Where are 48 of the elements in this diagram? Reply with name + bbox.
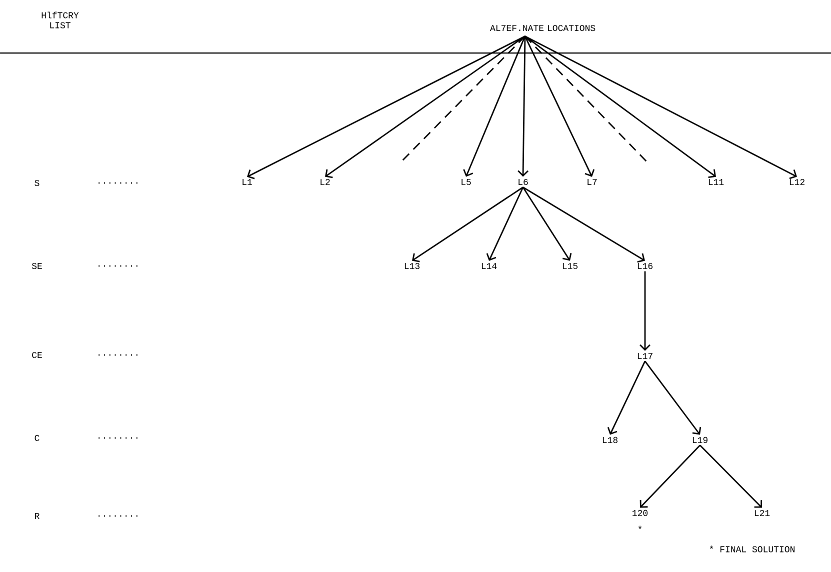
row-label: R bbox=[35, 513, 40, 519]
location-label: L12 bbox=[790, 178, 804, 185]
location-label: L13 bbox=[404, 262, 420, 270]
location-label: L2 bbox=[320, 178, 330, 185]
location-label: 120 bbox=[632, 510, 648, 516]
location-label: L6 bbox=[518, 178, 528, 186]
location-label: L5 bbox=[462, 179, 471, 185]
arrow bbox=[518, 36, 529, 177]
arrow bbox=[247, 36, 526, 180]
location-label: L19 bbox=[692, 436, 708, 444]
arrow bbox=[524, 36, 716, 178]
arrow bbox=[640, 444, 700, 508]
arrow bbox=[325, 36, 526, 178]
arrow bbox=[524, 36, 797, 180]
dot-leader: ........ bbox=[98, 437, 138, 439]
arrow bbox=[522, 186, 645, 263]
arrow bbox=[486, 186, 524, 261]
arrow bbox=[522, 186, 572, 261]
location-label: L16 bbox=[638, 262, 653, 270]
dot-leader: ........ bbox=[98, 354, 138, 356]
dashed-line bbox=[524, 36, 648, 164]
dot-leader: ........ bbox=[98, 182, 138, 184]
column-heading: HlfTCRY LIST bbox=[42, 12, 79, 28]
solution-marker: * bbox=[638, 526, 642, 529]
arrow bbox=[700, 444, 762, 508]
arrow bbox=[463, 36, 526, 177]
location-label: L7 bbox=[588, 179, 597, 185]
location-label: L14 bbox=[482, 263, 497, 269]
location-label: L15 bbox=[562, 262, 578, 269]
row-label: SE bbox=[32, 262, 42, 270]
arrow bbox=[607, 360, 646, 435]
arrow bbox=[644, 360, 702, 435]
dot-leader: ........ bbox=[98, 265, 138, 267]
column-heading: AL7EF.NATE LOCATIONS bbox=[490, 24, 596, 32]
location-label: L21 bbox=[754, 510, 770, 516]
row-label: S bbox=[34, 180, 40, 186]
location-label: L1 bbox=[242, 179, 252, 185]
location-label: L18 bbox=[602, 436, 618, 444]
location-label: L17 bbox=[638, 353, 652, 359]
footnote: * FINAL SOLUTION bbox=[710, 546, 794, 552]
arrow bbox=[412, 186, 524, 262]
dashed-line bbox=[400, 36, 526, 164]
row-label: CE bbox=[32, 352, 42, 358]
row-label: C bbox=[34, 434, 40, 442]
dot-leader: ........ bbox=[98, 515, 138, 517]
arrow bbox=[524, 36, 595, 177]
arrow bbox=[640, 271, 650, 351]
location-label: L11 bbox=[708, 179, 724, 185]
